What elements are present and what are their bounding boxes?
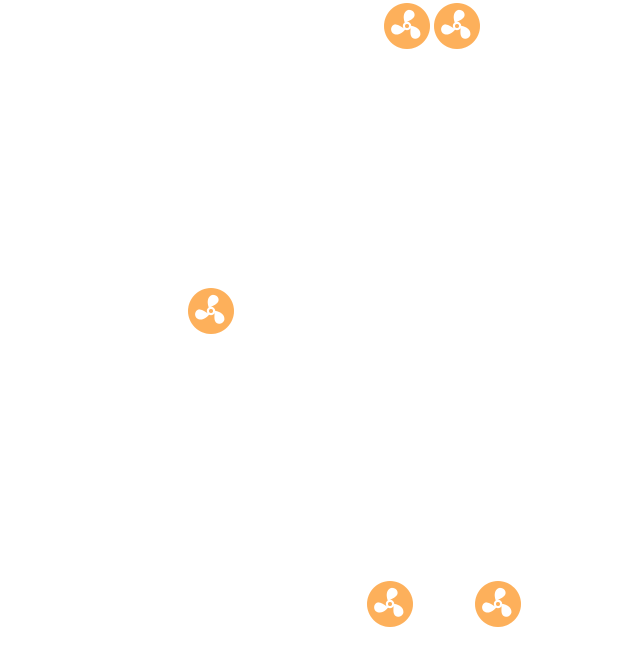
fan-icon — [367, 581, 413, 627]
fan-marker[interactable] — [434, 3, 480, 49]
fan-icon — [188, 288, 234, 334]
fan-icon — [434, 3, 480, 49]
fan-marker[interactable] — [188, 288, 234, 334]
fan-icon — [475, 581, 521, 627]
fan-marker[interactable] — [384, 3, 430, 49]
fan-marker[interactable] — [475, 581, 521, 627]
fan-marker[interactable] — [367, 581, 413, 627]
fan-icon — [384, 3, 430, 49]
